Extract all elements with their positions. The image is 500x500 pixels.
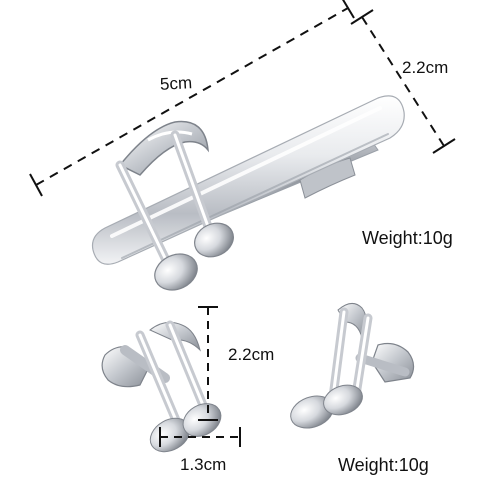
right-cufflink [290,303,415,429]
cufflink-height-label: 2.2cm [228,345,275,364]
tie-bar-weight-label: Weight:10g [362,228,453,248]
tie-bar-height-dimension [350,9,456,154]
cufflink-height-dimension [198,306,218,421]
cufflinks-weight-label: Weight:10g [338,455,429,475]
tie-bar-length-dimension [29,0,355,197]
tie-bar-length-label: 5cm [159,73,193,94]
tie-bar-height-label: 2.2cm [402,58,449,77]
cufflink-width-dimension [159,427,241,447]
cufflink-width-label: 1.3cm [180,455,227,474]
tie-bar-music-note [115,120,234,291]
tie-bar [91,95,405,265]
